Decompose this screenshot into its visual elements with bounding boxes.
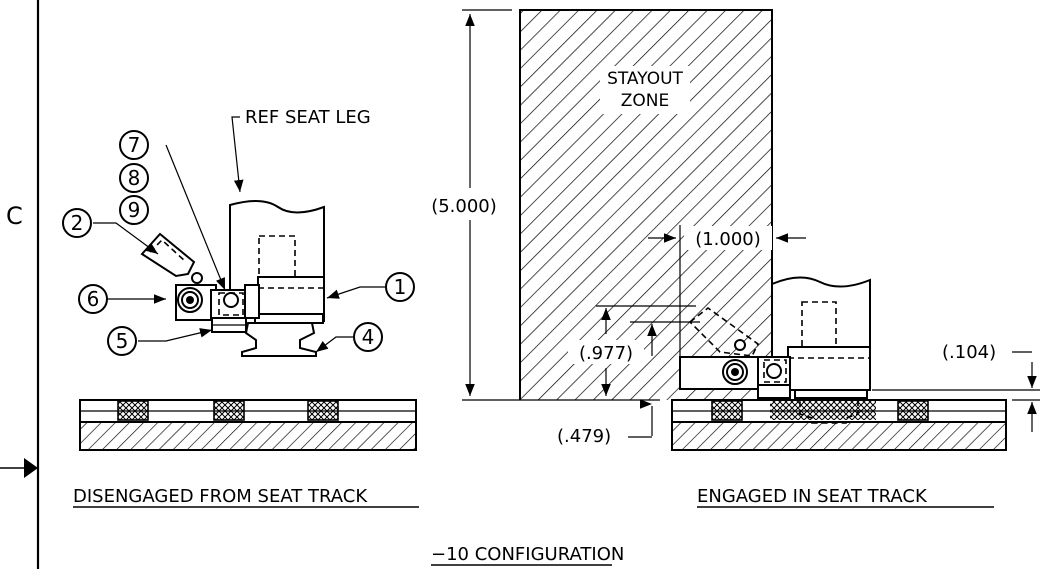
balloon-9: 9 bbox=[119, 195, 149, 225]
left-seat-track bbox=[79, 399, 417, 451]
left-leaders bbox=[93, 116, 385, 353]
right-caption-text: ENGAGED IN SEAT TRACK bbox=[697, 486, 928, 507]
balloon-8: 8 bbox=[119, 163, 149, 193]
ref-seat-leg-note: REF SEAT LEG bbox=[245, 107, 371, 128]
balloon-5: 5 bbox=[107, 326, 137, 356]
balloon-4-label: 4 bbox=[362, 325, 375, 349]
stayout-label-line2: ZONE bbox=[621, 91, 670, 111]
balloon-1-label: 1 bbox=[394, 275, 407, 299]
stayout-zone: STAYOUT ZONE bbox=[519, 9, 773, 400]
left-lock-mechanism bbox=[140, 232, 260, 333]
balloon-6-label: 6 bbox=[87, 287, 100, 311]
left-caption-text: DISENGAGED FROM SEAT TRACK bbox=[73, 486, 368, 507]
left-caption: DISENGAGED FROM SEAT TRACK bbox=[73, 486, 419, 508]
right-caption: ENGAGED IN SEAT TRACK bbox=[697, 486, 994, 508]
configuration-title: −10 CONFIGURATION bbox=[431, 544, 624, 566]
balloon-9-label: 9 bbox=[128, 198, 141, 222]
balloon-6: 6 bbox=[78, 284, 108, 314]
sheet-border bbox=[0, 0, 40, 569]
dim-479: (.479) bbox=[557, 426, 611, 447]
dim-height-5000: (5.000) bbox=[431, 196, 497, 217]
stayout-label-line1: STAYOUT bbox=[607, 69, 683, 89]
balloon-2-label: 2 bbox=[71, 211, 84, 235]
balloon-4: 4 bbox=[353, 322, 383, 352]
right-dimensions bbox=[462, 9, 1040, 436]
left-seat-leg bbox=[229, 200, 325, 357]
balloon-7: 7 bbox=[119, 130, 149, 160]
balloon-8-label: 8 bbox=[128, 166, 141, 190]
right-lock-mechanism bbox=[679, 307, 791, 399]
dim-977: (.977) bbox=[579, 343, 633, 364]
balloon-2: 2 bbox=[62, 208, 92, 238]
balloon-1: 1 bbox=[385, 272, 415, 302]
balloon-5-label: 5 bbox=[116, 329, 129, 353]
balloon-7-label: 7 bbox=[128, 133, 141, 157]
right-seat-track bbox=[671, 399, 1007, 451]
right-seat-leg bbox=[771, 276, 871, 424]
configuration-title-text: −10 CONFIGURATION bbox=[431, 544, 624, 565]
dim-104: (.104) bbox=[942, 342, 996, 363]
dim-width-1000: (1.000) bbox=[695, 229, 761, 250]
zone-letter: C bbox=[6, 202, 23, 230]
